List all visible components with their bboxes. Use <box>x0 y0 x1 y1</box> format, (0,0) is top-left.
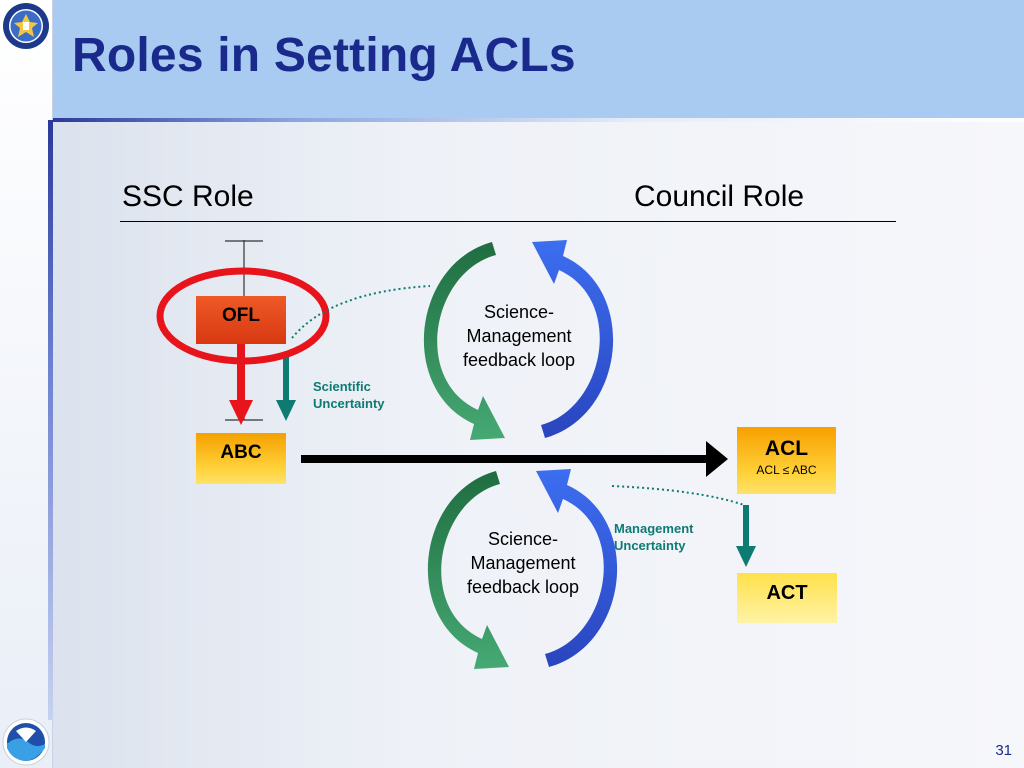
noaa-logo-icon <box>2 718 50 766</box>
doc-seal-icon <box>3 3 49 49</box>
page-title: Roles in Setting ACLs <box>72 29 576 82</box>
ofl-loop-dotted-line <box>291 285 431 339</box>
management-uncertainty-arrow <box>736 505 756 567</box>
scientific-uncertainty-label: Scientific Uncertainty <box>313 378 385 412</box>
ofl-label: OFL <box>222 305 260 326</box>
left-band <box>0 0 53 768</box>
heading-rule <box>120 221 896 222</box>
red-arrow <box>229 344 253 425</box>
acl-box: ACL ACL ≤ ABC <box>737 427 836 494</box>
top-feedback-loop <box>423 240 614 440</box>
left-stripe <box>48 120 53 720</box>
page-number: 31 <box>995 742 1012 759</box>
management-uncertainty-label: Management Uncertainty <box>614 520 693 554</box>
header-band <box>53 0 1024 118</box>
acl-label: ACL <box>764 436 809 460</box>
bottom-loop-label: Science-Management feedback loop <box>466 529 580 597</box>
top-loop-label: Science-Management feedback loop <box>462 302 576 370</box>
ofl-box: OFL <box>196 296 286 344</box>
ssc-role-heading: SSC Role <box>122 180 254 213</box>
header-underline <box>53 118 1024 122</box>
acl-sublabel: ACL ≤ ABC <box>756 462 817 477</box>
abc-box: ABC <box>196 433 286 484</box>
act-label: ACT <box>766 582 808 604</box>
ofl-highlight-ellipse <box>156 267 330 365</box>
scientific-uncertainty-line-2: Uncertainty <box>313 396 385 411</box>
abc-label: ABC <box>220 442 262 463</box>
acl-loop-dotted-line <box>611 485 745 506</box>
abc-to-acl-arrow <box>301 441 728 477</box>
management-uncertainty-line-1: Management <box>614 521 694 536</box>
management-uncertainty-line-2: Uncertainty <box>614 538 686 553</box>
act-box: ACT <box>737 573 837 623</box>
bottom-feedback-loop <box>427 469 618 669</box>
scientific-uncertainty-line-1: Scientific <box>313 379 371 394</box>
council-role-heading: Council Role <box>634 180 805 213</box>
scientific-uncertainty-arrow <box>276 357 296 421</box>
